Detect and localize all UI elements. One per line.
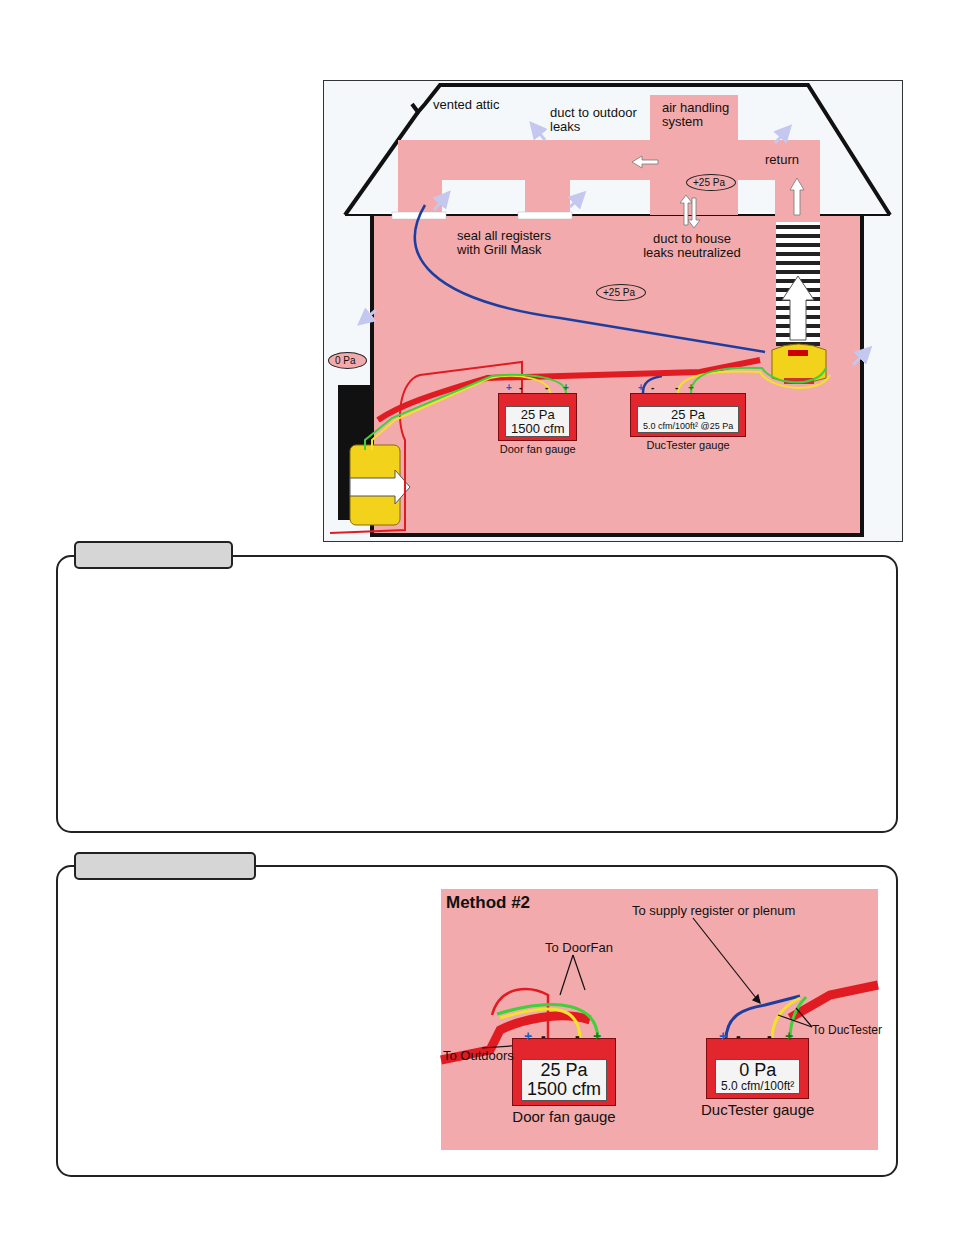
gauge-display: 0 Pa5.0 cfm/100ft²	[715, 1059, 800, 1094]
flow-reading: 1500 cfm	[527, 1080, 601, 1099]
port-sign: -	[519, 382, 522, 393]
gauge-caption: DucTester gauge	[701, 1101, 814, 1118]
gauge-caption: Door fan gauge	[512, 1108, 615, 1125]
port-sign: +	[524, 1029, 532, 1044]
inset-title: Method #2	[446, 893, 530, 913]
pressure-ellipse: +25 Pa	[596, 284, 646, 301]
port-sign: +	[688, 382, 694, 393]
port-sign: +	[719, 1029, 727, 1044]
pressure-reading: 25 Pa	[511, 408, 564, 422]
callout-label: seal all registers with Grill Mask	[457, 229, 572, 258]
port-sign: -	[675, 382, 678, 393]
callout-label: return	[765, 153, 799, 167]
pressure-ellipse: 0 Pa	[328, 352, 367, 369]
callout-label: vented attic	[433, 98, 500, 112]
gauge-caption: DucTester gauge	[647, 439, 730, 451]
callout-label: To DoorFan	[545, 941, 613, 955]
callout-label: To Outdoors	[443, 1049, 514, 1063]
pressure-reading: 25 Pa	[643, 408, 733, 422]
pressure-value: +25 Pa	[603, 287, 635, 298]
pressure-reading: 0 Pa	[721, 1061, 794, 1080]
callout-label: To DucTester	[812, 1024, 882, 1037]
pressure-reading: 25 Pa	[527, 1061, 601, 1080]
gauge-box: 25 Pa1500 cfmDoor fan gauge	[498, 393, 577, 441]
callout-label: duct to outdoor leaks	[550, 106, 650, 135]
port-sign: -	[541, 1029, 546, 1044]
port-sign: +	[593, 1029, 601, 1044]
gauge-display: 25 Pa1500 cfm	[505, 406, 570, 437]
callout-label: duct to house leaks neutralized	[637, 232, 747, 261]
port-sign: -	[651, 382, 654, 393]
port-sign: -	[736, 1029, 741, 1044]
gauge-box: 0 Pa5.0 cfm/100ft²DucTester gauge	[706, 1038, 809, 1099]
callout-label: To supply register or plenum	[632, 904, 795, 918]
pressure-value: +25 Pa	[693, 177, 725, 188]
method-inset: Method #225 Pa1500 cfmDoor fan gauge0 Pa…	[441, 889, 878, 1150]
gauge-box: 25 Pa5.0 cfm/100ft² @25 PaDucTester gaug…	[630, 393, 746, 437]
port-sign: +	[563, 382, 569, 393]
port-sign: +	[506, 382, 512, 393]
pressure-value: 0 Pa	[335, 355, 356, 366]
gauge-caption: Door fan gauge	[500, 443, 576, 455]
flow-reading: 5.0 cfm/100ft² @25 Pa	[643, 422, 733, 431]
flow-reading: 1500 cfm	[511, 422, 564, 436]
gauge-display: 25 Pa1500 cfm	[521, 1059, 607, 1101]
port-sign: +	[785, 1029, 793, 1044]
port-sign: -	[767, 1029, 772, 1044]
callout-label: air handling system	[662, 101, 742, 130]
port-sign: +	[638, 382, 644, 393]
gauge-box: 25 Pa1500 cfmDoor fan gauge	[512, 1038, 616, 1106]
flow-reading: 5.0 cfm/100ft²	[721, 1080, 794, 1093]
port-sign: -	[575, 1029, 580, 1044]
gauge-display: 25 Pa5.0 cfm/100ft² @25 Pa	[637, 406, 739, 433]
port-sign: -	[545, 382, 548, 393]
pressure-ellipse: +25 Pa	[686, 174, 736, 191]
